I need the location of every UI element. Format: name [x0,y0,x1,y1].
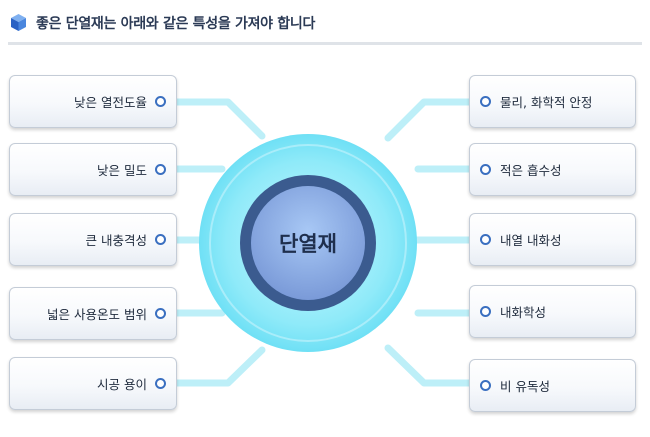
property-label: 물리, 화학적 안정 [500,95,593,110]
property-box-impact-resistance: 큰 내충격성 [9,213,177,266]
page-title: 좋은 단열재는 아래와 같은 특성을 가져야 합니다 [36,16,316,32]
property-label: 시공 용이 [97,377,147,392]
connector-right-5 [384,344,473,387]
bullet-dot-icon [155,96,166,107]
property-box-chemical-stability: 물리, 화학적 안정 [469,75,636,128]
property-box-low-density: 낮은 밀도 [9,143,177,196]
header: 좋은 단열재는 아래와 같은 특성을 가져야 합니다 [0,0,650,46]
bullet-dot-icon [480,306,491,317]
property-box-chemical-resistance: 내화학성 [469,285,636,338]
property-label: 큰 내충격성 [85,233,147,248]
property-box-temperature-range: 넓은 사용온도 범위 [9,287,177,340]
center-label: 단열재 [279,232,337,256]
bullet-dot-icon [480,380,491,391]
bullet-dot-icon [155,308,166,319]
property-label: 낮은 밀도 [97,163,147,178]
connector-left-5 [173,346,266,387]
bullet-dot-icon [480,96,491,107]
property-box-low-thermal-conductivity: 낮은 열전도율 [9,75,177,128]
bullet-dot-icon [155,164,166,175]
bullet-dot-icon [480,164,491,175]
cube-icon [11,14,26,31]
property-label: 낮은 열전도율 [74,95,147,110]
property-label: 내열 내화성 [500,233,562,248]
property-box-heat-fire-resistance: 내열 내화성 [469,213,636,266]
header-divider [8,42,642,45]
bullet-dot-icon [155,378,166,389]
bullet-dot-icon [155,234,166,245]
connector-right-1 [384,98,473,142]
center-circle [199,134,417,352]
property-box-easy-installation: 시공 용이 [9,357,177,410]
property-label: 내화학성 [500,305,547,320]
property-box-low-absorption: 적은 흡수성 [469,143,636,196]
connector-left-1 [173,98,266,140]
bullet-dot-icon [480,234,491,245]
property-label: 비 유독성 [500,379,550,394]
property-box-non-toxic: 비 유독성 [469,359,636,412]
property-label: 넓은 사용온도 범위 [47,307,147,322]
property-label: 적은 흡수성 [500,163,562,178]
